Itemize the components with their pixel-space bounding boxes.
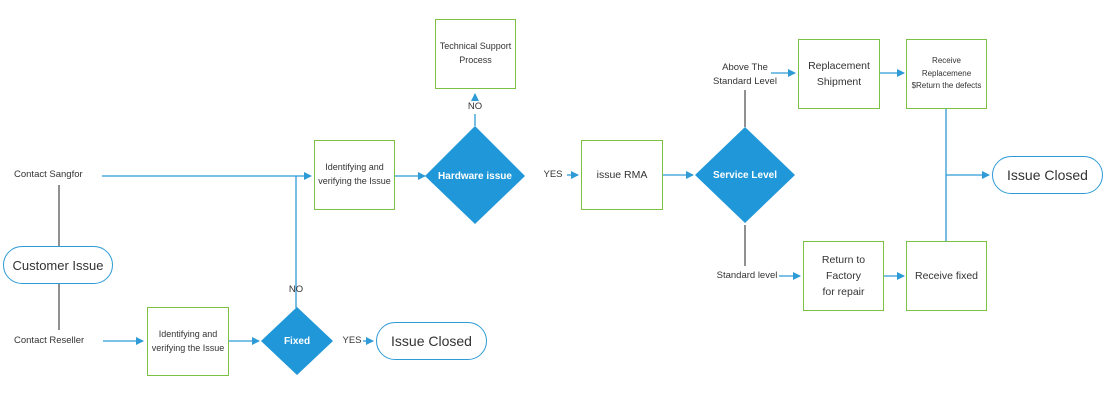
return-factory-line-1: Return to Factory bbox=[821, 253, 866, 282]
issue-closed-bottom-node: Issue Closed bbox=[376, 322, 487, 360]
diamond-service-level bbox=[695, 127, 795, 223]
receive-replacement-line-1: Receive Replacemene bbox=[921, 56, 972, 78]
replacement-line-2: Shipment bbox=[816, 76, 862, 88]
technical-support-line-2: Process bbox=[459, 55, 492, 65]
identify-top-line-2: verifying the Issue bbox=[318, 176, 391, 186]
receive-replacement-box: Receive Replacemene $Return the defects bbox=[906, 39, 987, 109]
contact-sangfor-label: Contact Sangfor bbox=[14, 169, 83, 180]
technical-support-box: Technical Support Process bbox=[435, 19, 516, 89]
edge-label-hardware-yes: YES bbox=[543, 169, 563, 180]
receive-fixed-box: Receive fixed bbox=[906, 241, 987, 311]
identify-bottom-line-1: Identifying and bbox=[158, 328, 218, 339]
hardware-issue-label: Hardware issue bbox=[438, 170, 512, 182]
edge-label-fixed-yes: YES bbox=[342, 335, 362, 346]
receive-replacement-line-2: $Return the defects bbox=[911, 81, 982, 91]
issue-closed-right-label: Issue Closed bbox=[1007, 167, 1088, 183]
edge-label-fixed-no: NO bbox=[288, 284, 304, 295]
replacement-shipment-box: Replacement Shipment bbox=[798, 39, 880, 109]
technical-support-line-1: Technical Support bbox=[439, 41, 512, 52]
replacement-line-1: Replacement bbox=[808, 59, 870, 72]
customer-issue-node: Customer Issue bbox=[3, 246, 113, 284]
identify-verify-top-box: Identifying and verifying the Issue bbox=[314, 140, 395, 210]
return-to-factory-box: Return to Factory for repair bbox=[803, 241, 884, 311]
above-standard-label: Above The Standard Level bbox=[700, 61, 790, 90]
customer-issue-label: Customer Issue bbox=[12, 257, 104, 273]
issue-closed-right-node: Issue Closed bbox=[992, 156, 1103, 194]
identify-top-line-1: Identifying and bbox=[325, 162, 384, 173]
service-level-label: Service Level bbox=[713, 169, 777, 181]
diamond-fixed bbox=[261, 307, 333, 375]
issue-closed-bottom-label: Issue Closed bbox=[391, 333, 472, 349]
identify-bottom-line-2: verifying the Issue bbox=[151, 342, 225, 353]
return-factory-line-2: for repair bbox=[822, 286, 865, 299]
issue-rma-box: issue RMA bbox=[581, 140, 663, 210]
identify-verify-bottom-box: Identifying and verifying the Issue bbox=[147, 307, 229, 376]
above-standard-line-2: Standard Level bbox=[713, 76, 777, 88]
contact-reseller-label: Contact Reseller bbox=[14, 335, 85, 346]
fixed-label: Fixed bbox=[283, 335, 311, 347]
edge-label-hardware-no: NO bbox=[467, 101, 483, 112]
above-standard-line-1: Above The bbox=[722, 62, 768, 73]
receive-fixed-label: Receive fixed bbox=[914, 269, 979, 282]
diamond-hardware-issue bbox=[425, 126, 525, 224]
standard-level-label: Standard level bbox=[716, 270, 778, 281]
issue-rma-label: issue RMA bbox=[596, 168, 648, 181]
